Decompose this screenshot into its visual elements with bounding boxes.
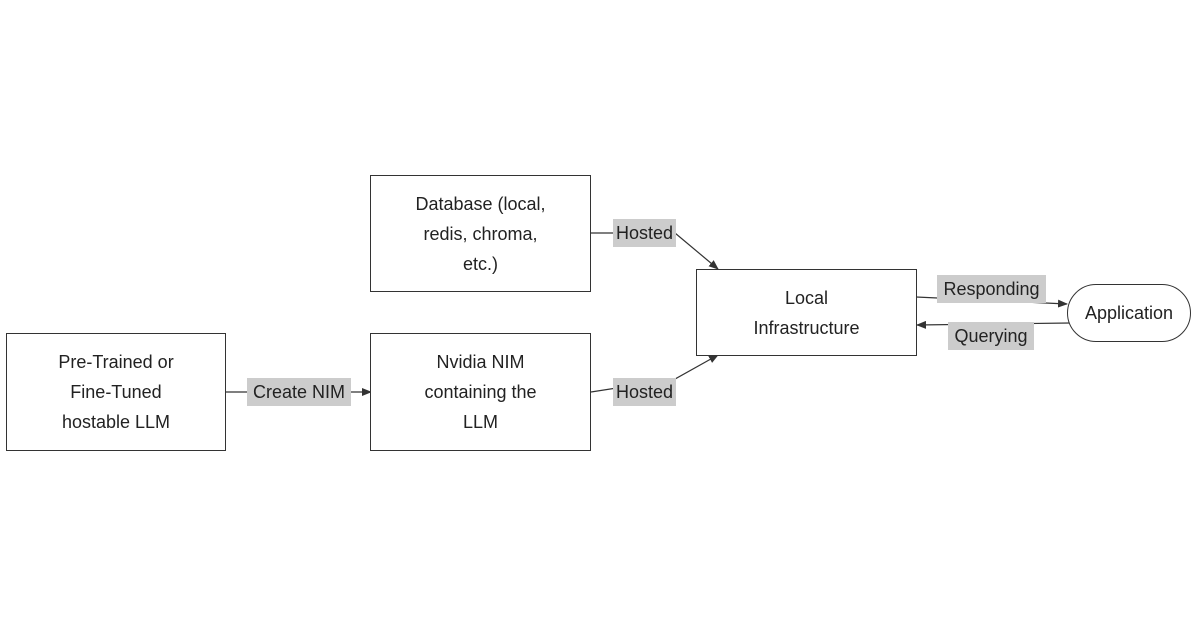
node-llm: Pre-Trained or Fine-Tuned hostable LLM: [6, 333, 226, 451]
node-llm-line-2: Fine-Tuned: [70, 382, 162, 402]
node-database: Database (local, redis, chroma, etc.): [370, 175, 591, 292]
node-nim-line-3: LLM: [462, 412, 498, 432]
node-nim-line-1: Nvidia NIM: [436, 352, 525, 372]
node-nvidia-nim: Nvidia NIM containing the LLM: [370, 333, 591, 451]
node-application: Application: [1067, 284, 1191, 342]
edge-label-hosted-database: Hosted: [613, 219, 676, 247]
node-application-label: Application: [1084, 303, 1174, 323]
node-local-infrastructure: Local Infrastructure: [696, 269, 917, 356]
node-database-line-2: redis, chroma,: [423, 223, 538, 244]
edge-label-querying: Querying: [948, 322, 1034, 350]
edge-label-hosted-nim: Hosted: [613, 378, 676, 406]
edge-label-responding: Responding: [937, 275, 1046, 303]
edge-label-create-nim: Create NIM: [247, 378, 351, 406]
node-llm-line-3: hostable LLM: [61, 412, 171, 432]
node-nim-line-2: containing the: [424, 382, 537, 402]
node-llm-line-1: Pre-Trained or: [58, 352, 174, 372]
node-database-line-1: Database (local,: [415, 193, 546, 214]
node-infrastructure-line-2: Infrastructure: [753, 317, 860, 338]
node-infrastructure-line-1: Local: [784, 287, 829, 308]
node-database-line-3: etc.): [462, 253, 498, 274]
